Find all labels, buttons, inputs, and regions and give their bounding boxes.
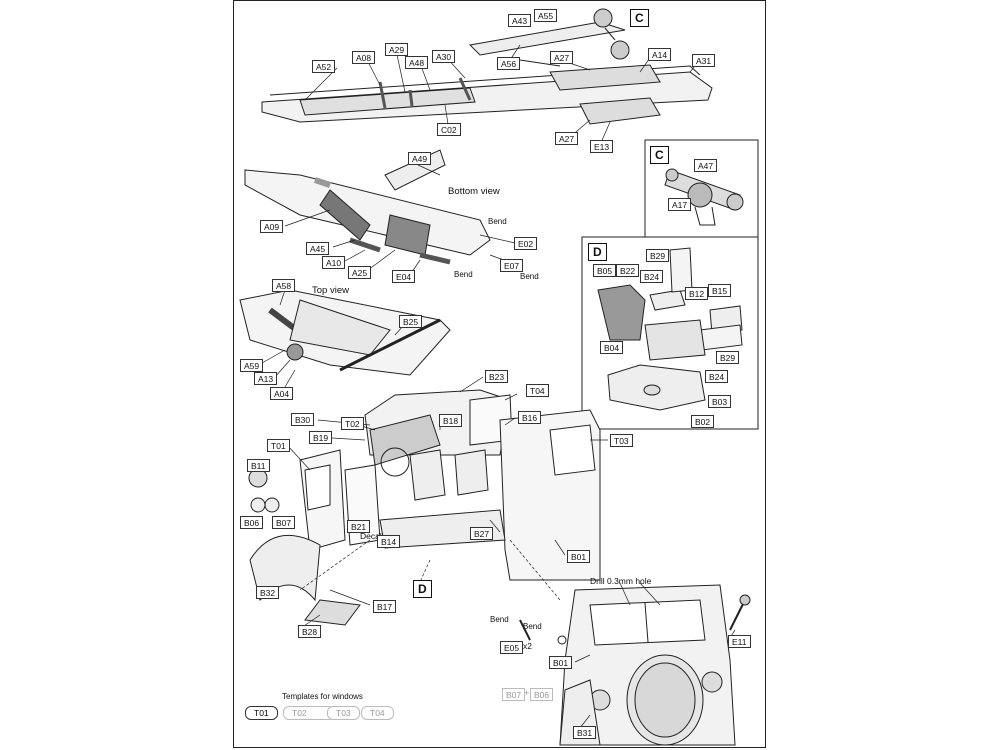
bottom-view-caption: Bottom view <box>448 186 500 197</box>
part-label-c02: C02 <box>437 123 461 136</box>
part-label-a29: A29 <box>385 43 409 56</box>
part-label-b24-top: B24 <box>640 270 664 283</box>
top-view-drawing <box>239 289 451 376</box>
part-label-b28: B28 <box>298 625 322 638</box>
plus-sign: + <box>524 688 530 698</box>
part-label-b29-top: B29 <box>646 249 670 262</box>
part-label-b05: B05 <box>593 264 617 277</box>
part-label-b18: B18 <box>439 414 463 427</box>
part-label-a56: A56 <box>497 57 521 70</box>
part-label-a48: A48 <box>405 56 429 69</box>
part-label-a08: A08 <box>352 51 376 64</box>
inset-c-title: C <box>650 146 669 164</box>
decal-note: Decal <box>360 531 382 541</box>
part-label-a49: A49 <box>408 152 432 165</box>
part-label-b27: B27 <box>470 527 494 540</box>
part-label-e13: E13 <box>590 140 614 153</box>
part-label-b12: B12 <box>685 287 709 300</box>
part-label-b01-front: B01 <box>549 656 573 669</box>
bend-note-4: Bend <box>490 615 509 624</box>
part-label-a27-bottom: A27 <box>555 132 579 145</box>
part-label-b07-faded: B07 <box>502 688 526 701</box>
part-label-b15: B15 <box>708 284 732 297</box>
drill-note: Drill 0.3mm hole <box>590 576 652 586</box>
part-label-a59: A59 <box>240 359 264 372</box>
templates-caption: Templates for windows <box>282 692 363 701</box>
part-label-b24-bottom: B24 <box>705 370 729 383</box>
part-label-e04: E04 <box>392 270 416 283</box>
callout-d-marker: D <box>413 580 432 598</box>
part-label-a58: A58 <box>272 279 296 292</box>
part-label-a13: A13 <box>254 372 278 385</box>
part-label-e05: E05 <box>500 641 524 654</box>
template-t01: T01 <box>245 706 278 720</box>
part-label-a43: A43 <box>508 14 532 27</box>
part-label-a45: A45 <box>306 242 330 255</box>
inset-d-title: D <box>588 243 607 261</box>
part-label-t01: T01 <box>267 439 290 452</box>
part-label-a04: A04 <box>270 387 294 400</box>
part-label-b25: B25 <box>399 315 423 328</box>
part-label-b31: B31 <box>573 726 597 739</box>
part-label-b17: B17 <box>373 600 397 613</box>
part-label-b32: B32 <box>256 586 280 599</box>
part-label-t02: T02 <box>341 417 364 430</box>
part-label-a14: A14 <box>648 48 672 61</box>
part-label-a27-top: A27 <box>550 51 574 64</box>
part-label-b21: B21 <box>347 520 371 533</box>
part-label-a10: A10 <box>322 256 346 269</box>
part-label-b11: B11 <box>247 459 270 472</box>
part-label-b04: B04 <box>600 341 624 354</box>
part-label-t03: T03 <box>610 434 633 447</box>
part-label-a55: A55 <box>534 9 558 22</box>
part-label-a17: A17 <box>668 198 692 211</box>
inset-c-drawing <box>664 168 744 226</box>
part-label-b07: B07 <box>272 516 296 529</box>
part-label-e02: E02 <box>514 237 538 250</box>
part-label-b19: B19 <box>309 431 333 444</box>
part-label-b03: B03 <box>708 395 732 408</box>
fender-and-step-drawing <box>248 468 361 626</box>
part-label-a31: A31 <box>692 54 716 67</box>
part-label-b22: B22 <box>616 264 640 277</box>
callout-c-marker: C <box>630 9 649 27</box>
bend-note-1: Bend <box>488 217 507 226</box>
part-label-b23: B23 <box>485 370 509 383</box>
bend-note-3: Bend <box>520 272 539 281</box>
inset-d-drawing <box>597 247 743 411</box>
part-label-e11: E11 <box>728 635 751 648</box>
part-label-b01-cab: B01 <box>567 550 591 563</box>
part-label-t04: T04 <box>526 384 549 397</box>
bottom-view-drawing <box>244 149 491 265</box>
top-view-caption: Top view <box>312 285 349 296</box>
part-label-b14: B14 <box>377 535 401 548</box>
bend-note-2: Bend <box>454 270 473 279</box>
part-label-a47: A47 <box>694 159 718 172</box>
part-label-b06: B06 <box>240 516 264 529</box>
quantity-x2: x2 <box>523 641 532 651</box>
part-label-b16: B16 <box>518 411 542 424</box>
template-t04: T04 <box>361 706 394 720</box>
bend-note-5: Bend <box>523 622 542 631</box>
part-label-a30: A30 <box>432 50 456 63</box>
part-label-a25: A25 <box>348 266 372 279</box>
part-label-e07: E07 <box>500 259 524 272</box>
part-label-a09: A09 <box>260 220 284 233</box>
template-t03: T03 <box>327 706 360 720</box>
part-label-b29-bottom: B29 <box>716 351 740 364</box>
part-label-b06-faded: B06 <box>530 688 554 701</box>
part-label-a52: A52 <box>312 60 336 73</box>
part-label-b30: B30 <box>291 413 315 426</box>
chassis-frame-drawing <box>261 8 713 125</box>
part-label-b02: B02 <box>691 415 715 428</box>
